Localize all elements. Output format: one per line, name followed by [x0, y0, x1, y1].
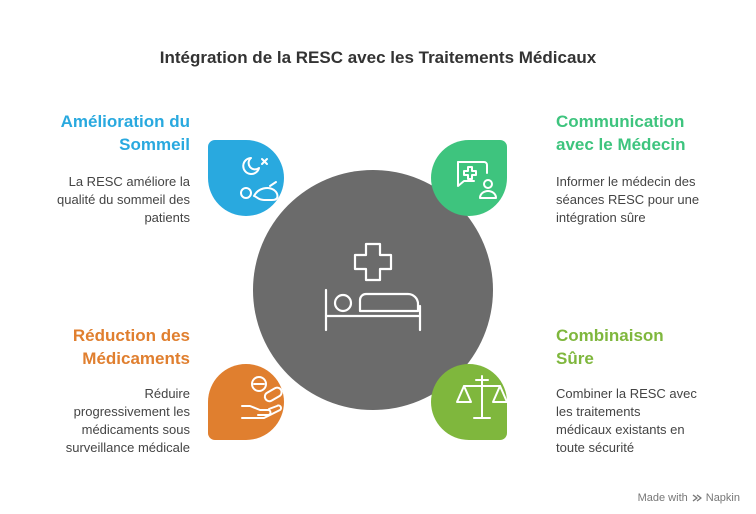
body-line: les traitements — [556, 404, 641, 419]
body-line: Combiner la RESC avec — [556, 386, 697, 401]
body-line: intégration sûre — [556, 210, 646, 225]
heading-line: Communication — [556, 112, 685, 131]
body-line: patients — [144, 210, 190, 225]
body-line: Informer le médecin des — [556, 174, 696, 189]
heading-line: Combinaison — [556, 326, 664, 345]
napkin-logo-icon — [692, 494, 702, 502]
sleep-icon — [240, 157, 279, 201]
body-line: médicaux existants en — [556, 422, 685, 437]
heading-safe-combination: Combinaison Sûre — [556, 324, 746, 370]
heading-line: Sommeil — [119, 135, 190, 154]
heading-line: Réduction des — [72, 326, 190, 345]
center-circle — [253, 170, 493, 410]
body-doctor-communication: Informer le médecin des séances RESC pou… — [556, 173, 746, 227]
heading-line: Médicaments — [82, 349, 190, 368]
heading-medication-reduction: Réduction des Médicaments — [0, 324, 190, 370]
heading-line: Sûre — [556, 349, 594, 368]
heading-line: Amélioration du — [60, 112, 190, 131]
body-line: séances RESC pour une — [556, 192, 700, 207]
body-line: médicaments sous — [81, 422, 190, 437]
body-sleep-improvement: La RESC améliore la qualité du sommeil d… — [0, 173, 190, 227]
body-line: progressivement les — [73, 404, 190, 419]
heading-sleep-improvement: Amélioration du Sommeil — [0, 110, 190, 156]
petal-top-left — [208, 140, 284, 216]
body-line: La RESC améliore la — [68, 174, 190, 189]
scale-icon — [456, 375, 508, 419]
body-safe-combination: Combiner la RESC avec les traitements mé… — [556, 385, 746, 457]
diagram-title: Intégration de la RESC avec les Traiteme… — [159, 48, 597, 67]
heading-doctor-communication: Communication avec le Médecin — [556, 110, 746, 156]
napkin-brand-label: Napkin — [705, 492, 740, 504]
plus-icon — [353, 242, 393, 282]
body-line: qualité du sommeil des — [57, 192, 190, 207]
body-medication-reduction: Réduire progressivement les médicaments … — [0, 385, 190, 457]
petal-bottom-left — [208, 364, 284, 440]
made-with-label: Made with — [637, 492, 688, 504]
doctor-chat-icon — [457, 161, 497, 199]
bed-patient-icon — [324, 288, 422, 332]
made-with-napkin[interactable]: Made with Napkin — [638, 492, 740, 504]
body-line: surveillance médicale — [65, 440, 190, 455]
body-line: Réduire — [144, 386, 190, 401]
body-line: toute sécurité — [556, 440, 635, 455]
heading-line: avec le Médecin — [556, 135, 686, 154]
pills-hand-icon — [241, 376, 283, 419]
